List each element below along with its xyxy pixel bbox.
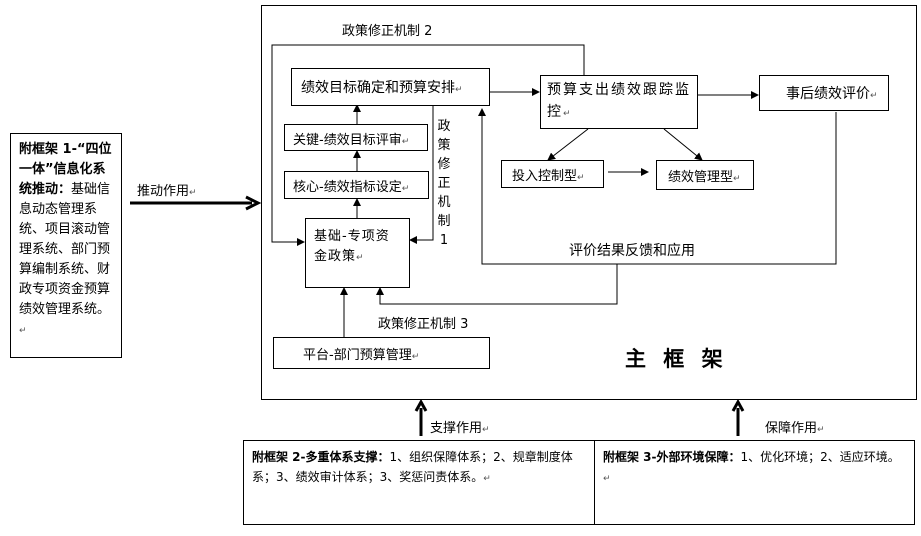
- para-mark: ↵: [563, 109, 573, 119]
- aux-frame-2-title: 附框架 2-多重体系支撑：: [252, 450, 390, 464]
- drive-arrow-head: [245, 195, 262, 211]
- base-policy-label: 基础-专项资金政策: [314, 229, 390, 264]
- platform-budget-node: 平台-部门预算管理↵: [273, 337, 490, 369]
- platform-budget-label: 平台-部门预算管理: [303, 348, 412, 363]
- input-control-label: 投入控制型: [512, 169, 578, 184]
- para-mark: ↵: [870, 91, 878, 101]
- feedback-loop-line: [478, 108, 837, 265]
- para-mark: ↵: [733, 174, 741, 184]
- policy-loop-3-label: 政策修正机制 3: [378, 317, 469, 332]
- goal-budget-label: 绩效目标确定和预算安排: [301, 80, 455, 96]
- support-label-text: 支撑作用: [430, 421, 483, 436]
- key-target-review-label: 关键-绩效目标评审: [293, 133, 402, 148]
- para-mark: ↵: [603, 474, 611, 484]
- base-policy-node: 基础-专项资金政策↵: [305, 218, 410, 288]
- guarantee-label: 保障作用↵: [765, 417, 825, 436]
- core-indicator-node: 核心-绩效指标设定↵: [284, 171, 429, 199]
- aux-frame-3-body: 1、优化环境；2、适应环境。: [740, 450, 900, 464]
- para-mark: ↵: [817, 425, 825, 435]
- aux-frame-1-body: 基础信息动态管理系统、项目滚动管理系统、部门预算编制系统、财政专项资金预算绩效管…: [19, 182, 111, 317]
- para-mark: ↵: [189, 188, 197, 198]
- post-evaluation-node: 事后绩效评价↵: [759, 75, 889, 111]
- para-mark: ↵: [455, 85, 463, 95]
- para-mark: ↵: [482, 425, 490, 435]
- performance-management-node: 绩效管理型↵: [656, 160, 754, 190]
- policy-loop-1-line: [409, 105, 434, 244]
- policy-loop-1-label: 政策修正机制1: [437, 119, 451, 248]
- aux-frame-2-body: 1、组织保障体系；2、规章制度体系；3、绩效审计体系；3、奖惩问责体系。: [252, 450, 573, 484]
- feedback-label: 评价结果反馈和应用: [569, 243, 695, 259]
- arrow-monitor-to-perf: [663, 128, 703, 161]
- goal-budget-node: 绩效目标确定和预算安排↵: [291, 68, 490, 106]
- main-frame-label: 主 框 架: [625, 346, 723, 371]
- key-target-review-node: 关键-绩效目标评审↵: [284, 124, 428, 151]
- aux-frame-3: 附框架 3-外部环境保障：1、优化环境；2、适应环境。 ↵: [594, 440, 915, 525]
- main-frame: [261, 5, 917, 400]
- aux-frame-2: 附框架 2-多重体系支撑：1、组织保障体系；2、规章制度体系；3、绩效审计体系；…: [243, 440, 595, 525]
- guarantee-label-text: 保障作用: [765, 421, 818, 436]
- post-evaluation-label: 事后绩效评价: [786, 86, 870, 102]
- policy-loop-2-line: [271, 44, 585, 246]
- guarantee-arrow-head: [731, 398, 745, 412]
- aux-frame-3-title: 附框架 3-外部环境保障：: [603, 450, 741, 464]
- para-mark: ↵: [411, 352, 420, 362]
- para-mark: ↵: [401, 137, 410, 147]
- input-control-node: 投入控制型↵: [501, 160, 604, 188]
- para-mark: ↵: [401, 184, 410, 194]
- para-mark: ↵: [19, 326, 27, 336]
- support-label: 支撑作用↵: [430, 417, 490, 436]
- aux-frame-1-title: 附框架 1-“四位一体”信息化系统推动：: [19, 142, 112, 197]
- support-arrow-head: [414, 398, 428, 412]
- core-indicator-label: 核心-绩效指标设定: [293, 180, 402, 195]
- policy-loop-2-label: 政策修正机制 2: [342, 24, 433, 39]
- performance-management-label: 绩效管理型: [668, 170, 734, 185]
- drive-label: 推动作用↵: [137, 180, 197, 199]
- arrow-monitor-to-input: [547, 128, 589, 161]
- budget-monitor-label: 预算支出绩效跟踪监控: [547, 82, 691, 120]
- policy-loop-3-line: [376, 264, 618, 305]
- budget-monitor-node: 预算支出绩效跟踪监控↵: [540, 75, 698, 129]
- para-mark: ↵: [483, 474, 491, 484]
- drive-label-text: 推动作用: [137, 184, 190, 199]
- aux-frame-1: 附框架 1-“四位一体”信息化系统推动：基础信息动态管理系统、项目滚动管理系统、…: [10, 133, 122, 358]
- para-mark: ↵: [577, 173, 585, 183]
- para-mark: ↵: [356, 253, 365, 263]
